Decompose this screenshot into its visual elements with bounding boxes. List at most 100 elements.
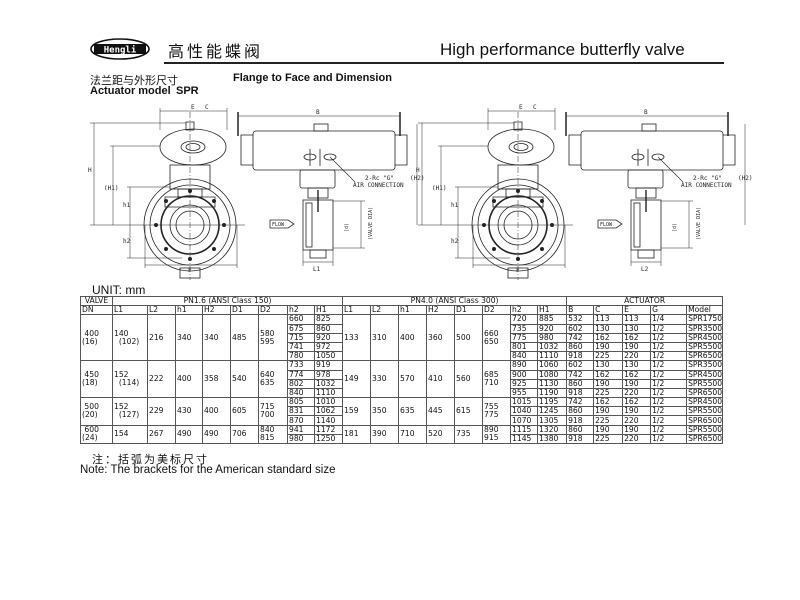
actuator-b: 918 bbox=[566, 415, 595, 426]
actuator-c: 162 bbox=[593, 369, 624, 380]
actuator-e: 220 bbox=[622, 387, 652, 399]
svg-text:Hengli: Hengli bbox=[104, 45, 137, 56]
dim-h2-right-label: (H2) bbox=[738, 175, 752, 182]
pn40-l2: 350 bbox=[370, 397, 400, 426]
pn16-h2: 490 bbox=[202, 424, 231, 445]
column-header-d1: D1 bbox=[230, 305, 259, 316]
column-header-g: G bbox=[650, 305, 688, 316]
actuator-b: 602 bbox=[566, 323, 595, 334]
column-header-h1: H1 bbox=[313, 305, 344, 316]
pn16-H1: 1032 bbox=[313, 378, 344, 389]
pn40-l1: 181 bbox=[342, 424, 372, 445]
pn40-l2: 330 bbox=[370, 360, 400, 399]
actuator-e: 130 bbox=[622, 323, 652, 334]
dim-small-h1-label: h1 bbox=[451, 202, 459, 209]
actuator-c: 162 bbox=[593, 397, 624, 408]
actuator-e: 220 bbox=[622, 351, 652, 362]
air-port-label: 2-Rc "G" bbox=[365, 175, 394, 182]
pn16-d1: 706 bbox=[230, 424, 259, 445]
dim-h-label: H bbox=[88, 167, 92, 174]
column-header-d1: D1 bbox=[454, 305, 484, 316]
column-header-model: Model bbox=[686, 305, 724, 316]
actuator-g: 1/2 bbox=[650, 360, 688, 371]
dn-header: DN bbox=[80, 305, 113, 316]
actuator-g: 1/2 bbox=[650, 415, 688, 426]
actuator-e: 220 bbox=[622, 415, 652, 426]
pn40-h2: 1015 bbox=[510, 397, 539, 408]
actuator-model: SPR4500 bbox=[686, 332, 724, 343]
pn40-d1: 560 bbox=[454, 360, 484, 399]
actuator-c: 225 bbox=[593, 415, 624, 426]
actuator-g: 1/2 bbox=[650, 433, 688, 445]
pn40-h2: 735 bbox=[510, 323, 539, 334]
pn40-h2: 890 bbox=[510, 360, 539, 371]
actuator-model: SPR5500 bbox=[686, 378, 724, 389]
pn16-h2: 660 bbox=[287, 314, 315, 325]
pn16-h2: 805 bbox=[287, 397, 315, 408]
column-header-l2: L2 bbox=[370, 305, 400, 316]
actuator-g: 1/2 bbox=[650, 323, 688, 334]
pn16-H1: 860 bbox=[313, 323, 344, 334]
pn40-H1: 1195 bbox=[537, 397, 568, 408]
pn40-l1: 133 bbox=[342, 314, 372, 362]
actuator-e: 190 bbox=[622, 341, 652, 353]
column-header-h2: H2 bbox=[202, 305, 231, 316]
dim-h1-upper-label: (H1) bbox=[432, 185, 446, 192]
pn16-H1: 1140 bbox=[313, 415, 344, 426]
pn40-H1: 1320 bbox=[537, 424, 568, 435]
actuator-g: 1/2 bbox=[650, 387, 688, 399]
column-header-h1: h1 bbox=[175, 305, 203, 316]
actuator-b: 860 bbox=[566, 341, 595, 353]
pn16-l1: 152 (114) bbox=[112, 360, 148, 399]
actuator-g: 1/2 bbox=[650, 341, 688, 353]
pn16-H1: 1172 bbox=[313, 424, 344, 435]
actuator-c: 113 bbox=[593, 314, 624, 325]
flow-label: FLOW bbox=[600, 222, 613, 228]
actuator-e: 113 bbox=[622, 314, 652, 325]
valve-dia-label: (VALVE DIA) bbox=[696, 207, 702, 240]
pn40-d1: 735 bbox=[454, 424, 484, 445]
pn40-H1: 1305 bbox=[537, 415, 568, 426]
pn40-h2: 720 bbox=[510, 314, 539, 325]
dim-l-label: L1 bbox=[313, 266, 321, 273]
pn40-d1: 500 bbox=[454, 314, 484, 362]
unit-label: UNIT: mm bbox=[92, 283, 146, 297]
actuator-c: 225 bbox=[593, 433, 624, 445]
pn16-l2: 222 bbox=[147, 360, 176, 399]
pn40-h2: 840 bbox=[510, 351, 539, 362]
actuator-e: 162 bbox=[622, 369, 652, 380]
pn16-l1: 154 bbox=[112, 424, 148, 445]
pn16-H1: 1110 bbox=[313, 387, 344, 399]
column-header-h1: H1 bbox=[537, 305, 568, 316]
pn16-h2: 831 bbox=[287, 406, 315, 417]
actuator-e: 190 bbox=[622, 406, 652, 417]
pn40-l1: 159 bbox=[342, 397, 372, 426]
actuator-g: 1/2 bbox=[650, 378, 688, 389]
column-header-l1: L1 bbox=[342, 305, 372, 316]
pn16-h1: 340 bbox=[175, 314, 203, 362]
dim-c-label: C bbox=[533, 104, 537, 111]
actuator-model: SPR6500 bbox=[686, 433, 724, 445]
subtitle-english: Flange to Face and Dimension bbox=[233, 72, 392, 84]
actuator-c: 190 bbox=[593, 406, 624, 417]
pn40-h2: 801 bbox=[510, 341, 539, 353]
pn40-d1: 615 bbox=[454, 397, 484, 426]
column-header-h2: H2 bbox=[426, 305, 456, 316]
air-connection-label: AIR CONNECTION bbox=[681, 182, 732, 189]
actuator-model: SPR1750 bbox=[686, 314, 724, 325]
pn40-h2: 360 bbox=[426, 314, 456, 362]
actuator-c: 190 bbox=[593, 378, 624, 389]
dn-cell: 400(16) bbox=[80, 314, 113, 362]
actuator-model: SPR5500 bbox=[686, 406, 724, 417]
pn16-h1: 430 bbox=[175, 397, 203, 426]
pn16-h2: 780 bbox=[287, 351, 315, 362]
pn16-H1: 978 bbox=[313, 369, 344, 380]
pn16-h2: 741 bbox=[287, 341, 315, 353]
actuator-c: 190 bbox=[593, 341, 624, 353]
